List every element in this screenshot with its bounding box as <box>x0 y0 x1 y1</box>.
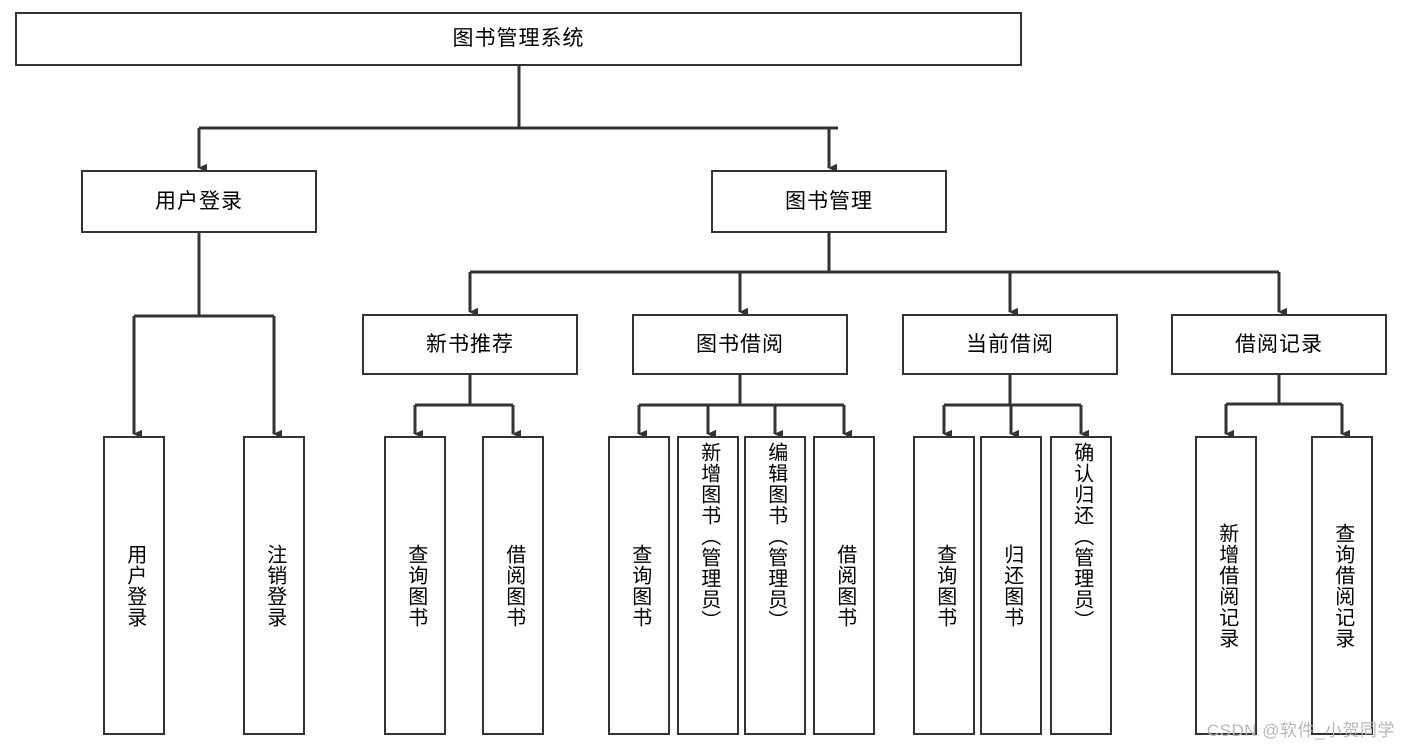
node-current-borrow-label: 当前借阅 <box>966 332 1054 356</box>
node-book-borrow-label: 图书借阅 <box>696 332 784 356</box>
leaf-borrow-record-query-label: 查询借阅记录 <box>1331 522 1354 649</box>
leaf-book-borrow-edit[interactable]: 编辑图书（管理员） <box>744 436 806 735</box>
node-book-management-label: 图书管理 <box>785 189 873 213</box>
leaf-current-borrow-confirm-return-label: 确认归还（管理员） <box>1070 442 1093 631</box>
node-current-borrow[interactable]: 当前借阅 <box>902 314 1118 375</box>
node-borrow-record-label: 借阅记录 <box>1235 332 1323 356</box>
leaf-current-borrow-query[interactable]: 查询图书 <box>913 436 975 735</box>
node-user-login[interactable]: 用户登录 <box>81 170 317 233</box>
leaf-book-borrow-edit-label: 编辑图书（管理员） <box>764 442 787 631</box>
leaf-borrow-record-add[interactable]: 新增借阅记录 <box>1195 436 1257 735</box>
leaf-borrow-record-add-label: 新增借阅记录 <box>1215 522 1238 649</box>
node-book-management[interactable]: 图书管理 <box>711 170 947 233</box>
leaf-user-login-signout[interactable]: 注销登录 <box>243 436 305 735</box>
leaf-book-borrow-add[interactable]: 新增图书（管理员） <box>677 436 739 735</box>
node-new-book-recommend[interactable]: 新书推荐 <box>362 314 578 375</box>
leaf-book-borrow-borrow[interactable]: 借阅图书 <box>813 436 875 735</box>
leaf-new-book-borrow-label: 借阅图书 <box>502 543 525 628</box>
leaf-current-borrow-return-label: 归还图书 <box>1000 543 1023 628</box>
leaf-book-borrow-borrow-label: 借阅图书 <box>833 543 856 628</box>
node-user-login-label: 用户登录 <box>155 189 243 213</box>
leaf-user-login-signin-label: 用户登录 <box>123 543 146 628</box>
node-borrow-record[interactable]: 借阅记录 <box>1171 314 1387 375</box>
leaf-book-borrow-add-label: 新增图书（管理员） <box>697 442 720 631</box>
leaf-user-login-signin[interactable]: 用户登录 <box>103 436 165 735</box>
leaf-book-borrow-query-label: 查询图书 <box>628 543 651 628</box>
leaf-new-book-query-label: 查询图书 <box>404 543 427 628</box>
node-book-borrow[interactable]: 图书借阅 <box>632 314 848 375</box>
leaf-new-book-borrow[interactable]: 借阅图书 <box>482 436 544 735</box>
leaf-current-borrow-confirm-return[interactable]: 确认归还（管理员） <box>1050 436 1112 735</box>
leaf-book-borrow-query[interactable]: 查询图书 <box>608 436 670 735</box>
node-root-system[interactable]: 图书管理系统 <box>15 12 1022 66</box>
leaf-user-login-signout-label: 注销登录 <box>263 543 286 628</box>
node-new-book-recommend-label: 新书推荐 <box>426 332 514 356</box>
leaf-borrow-record-query[interactable]: 查询借阅记录 <box>1311 436 1373 735</box>
leaf-current-borrow-return[interactable]: 归还图书 <box>980 436 1042 735</box>
node-root-system-label: 图书管理系统 <box>452 27 585 51</box>
leaf-current-borrow-query-label: 查询图书 <box>933 543 956 628</box>
leaf-new-book-query[interactable]: 查询图书 <box>384 436 446 735</box>
